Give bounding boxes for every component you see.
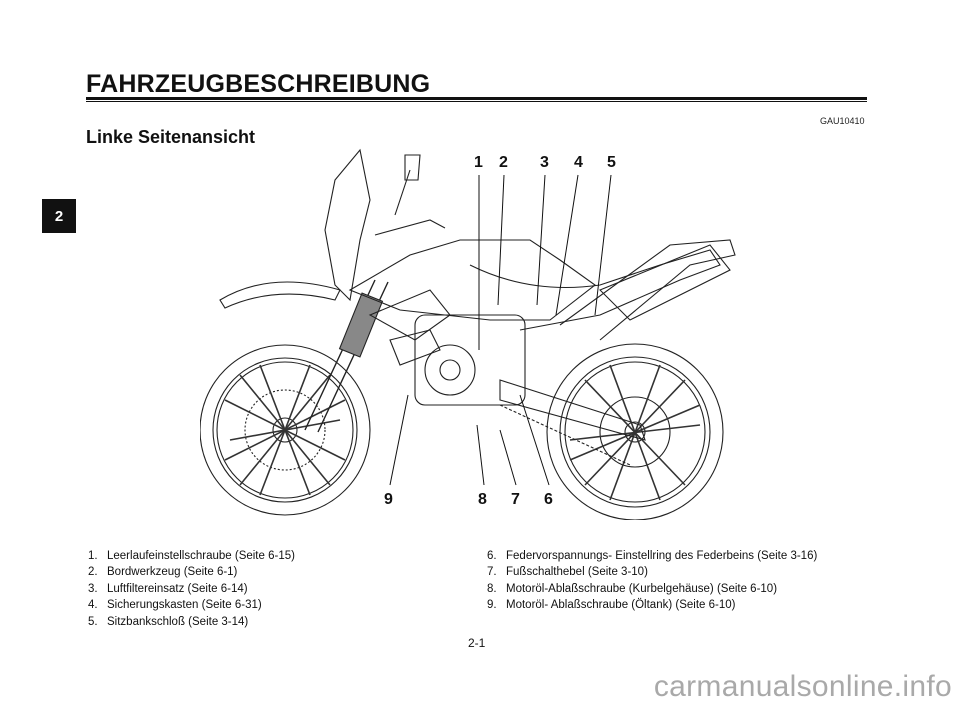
legend-list-left: 1.Leerlaufeinstellschraube (Seite 6-15) … [88, 548, 295, 630]
legend-item: 6.Federvorspannungs- Einstellring des Fe… [487, 550, 818, 562]
legend-item: 2.Bordwerkzeug (Seite 6-1) [88, 566, 238, 579]
watermark: carmanualsonline.info [653, 670, 952, 703]
title-rule-thin [86, 101, 867, 102]
swingarm [499, 379, 646, 441]
windscreen [324, 148, 371, 302]
exhaust [599, 244, 731, 321]
legend-item: 5.Sitzbankschloß (Seite 3-14) [88, 615, 249, 628]
callout-6: 6 [544, 491, 553, 508]
seat [469, 249, 721, 331]
legend-list-right: 6.Federvorspannungs- Einstellring des Fe… [487, 548, 817, 614]
section-heading: Linke Seitenansicht [86, 127, 256, 147]
legend-item: 1.Leerlaufeinstellschraube (Seite 6-15) [88, 550, 295, 562]
callout-8: 8 [478, 491, 487, 508]
motorcycle-illustration: 1 2 3 4 5 9 8 7 6 [200, 148, 736, 520]
callout-1: 1 [474, 154, 483, 171]
callout-2: 2 [499, 154, 508, 171]
page-title: FAHRZEUGBESCHREIBUNG [86, 70, 431, 98]
legend-item: 9.Motoröl- Ablaßschraube (Öltank) (Seite… [487, 599, 736, 612]
callout-4: 4 [574, 154, 583, 171]
legend-item: 8.Motoröl-Ablaßschraube (Kurbelgehäuse) … [487, 582, 778, 595]
brake-disc [244, 389, 326, 471]
front-wheel [200, 344, 371, 516]
engine [414, 314, 526, 406]
callout-5: 5 [607, 154, 616, 171]
callout-3: 3 [540, 154, 549, 171]
callout-9: 9 [384, 491, 393, 508]
callout-7: 7 [511, 491, 520, 508]
rear-wheel [546, 343, 724, 520]
legend-item: 7.Fußschalthebel (Seite 3-10) [487, 566, 648, 579]
legend-item: 4.Sicherungskasten (Seite 6-31) [88, 599, 262, 612]
chapter-tab: 2 [42, 199, 76, 233]
legend-item: 3.Luftfiltereinsatz (Seite 6-14) [88, 582, 248, 595]
title-rule [86, 97, 867, 100]
page-number: 2-1 [468, 636, 486, 650]
sprocket [599, 396, 671, 468]
document-code: GAU10410 [820, 116, 865, 126]
